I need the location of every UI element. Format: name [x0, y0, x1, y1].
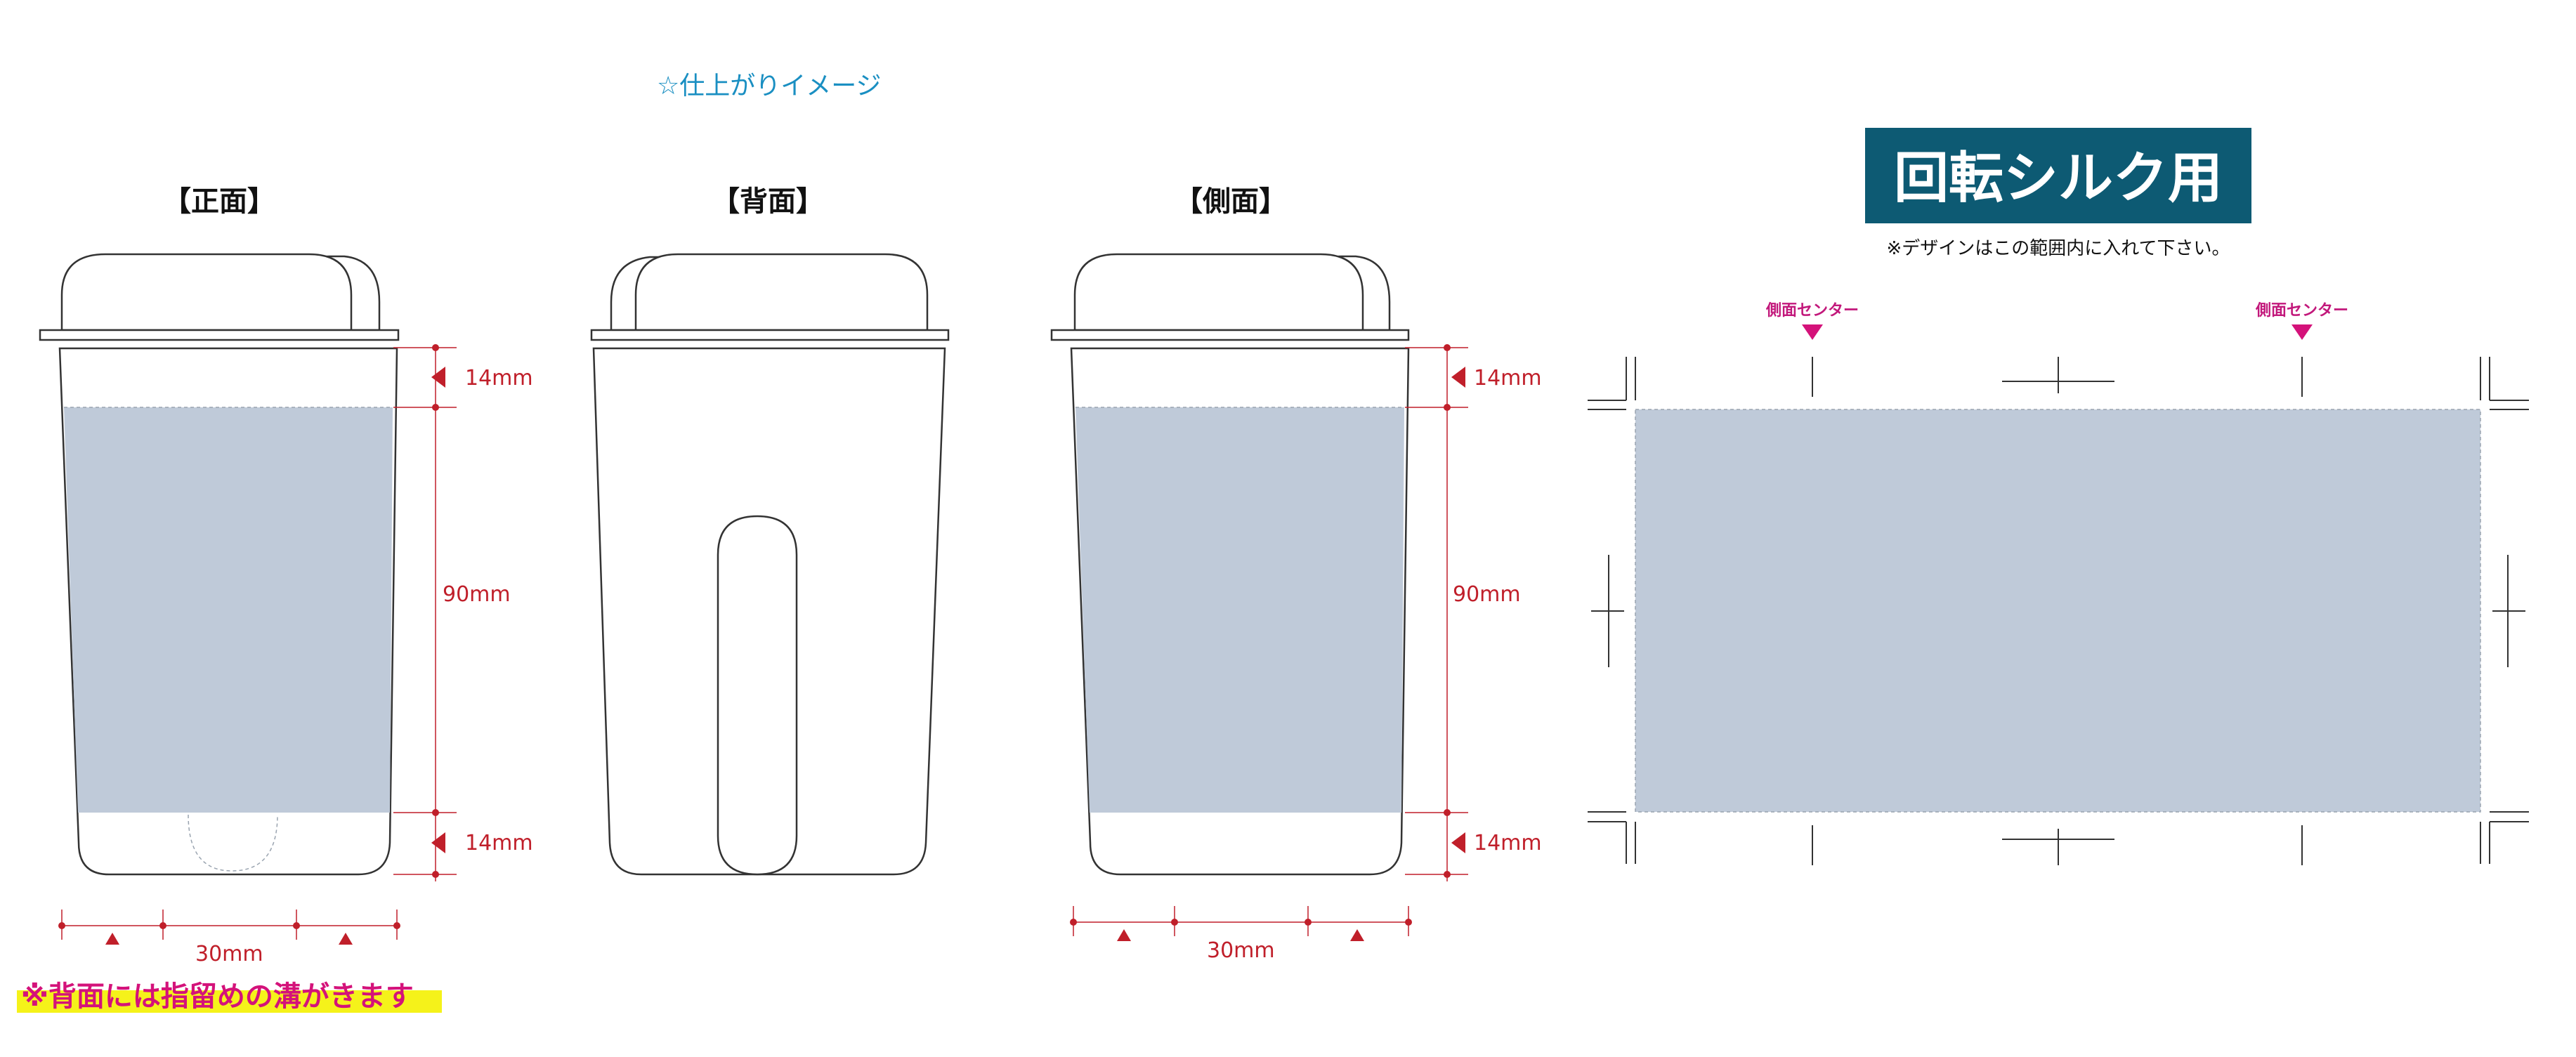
warning-highlight — [17, 990, 442, 1013]
side-top-margin-label: 14mm — [1474, 366, 1542, 390]
side-center-marker-left — [1802, 324, 1823, 340]
front-top-margin-label: 14mm — [465, 366, 533, 390]
crop-marks — [1588, 357, 2529, 865]
finish-image-caption: ☆仕上がりイメージ — [657, 72, 882, 100]
rotary-silk-badge — [1865, 128, 2251, 223]
back-view-heading: 【背面】 — [712, 185, 824, 218]
side-lid-rim — [1050, 329, 1410, 341]
front-finger-groove — [188, 814, 278, 872]
side-bottom-margin-label: 14mm — [1474, 831, 1542, 855]
side-print-height-label: 90mm — [1453, 582, 1521, 607]
front-height-dimension: 14mm 90mm 14mm — [393, 344, 533, 881]
front-bottom-margin-label: 14mm — [465, 831, 533, 855]
back-finger-groove — [717, 515, 798, 876]
front-width-dimension: 30mm — [58, 910, 400, 966]
side-width-dimension: 30mm — [1070, 906, 1412, 963]
finger-groove-warning: ※背面には指留めの溝がきます — [21, 980, 414, 1013]
side-print-area — [1075, 407, 1404, 813]
front-lid-rim — [39, 329, 400, 341]
side-center-label-left: 側面センター — [1765, 302, 1859, 320]
back-lid-rim — [590, 329, 950, 341]
back-view-cup — [590, 253, 950, 876]
front-view-cup — [39, 253, 400, 876]
back-lid-dome — [634, 253, 929, 331]
front-width-label: 30mm — [195, 942, 263, 966]
front-print-area — [64, 407, 393, 813]
front-top-margin-arrow — [431, 367, 445, 388]
side-view-heading: 【側面】 — [1175, 185, 1287, 218]
design-area-note: ※デザインはこの範囲内に入れて下さい。 — [1886, 238, 2230, 259]
side-center-label-right: 側面センター — [2255, 302, 2348, 320]
side-height-dimension: 14mm 90mm 14mm — [1405, 344, 1542, 881]
rotary-print-area — [1635, 409, 2480, 812]
front-view-heading: 【正面】 — [163, 185, 275, 218]
side-center-marker-right — [2291, 324, 2313, 340]
side-width-label: 30mm — [1207, 938, 1275, 963]
front-print-height-label: 90mm — [443, 582, 511, 607]
side-lid-dome — [1073, 253, 1364, 331]
side-view-cup — [1050, 253, 1410, 876]
rotary-silk-title: 回転シルク用 — [1894, 147, 2223, 210]
front-bottom-margin-arrow — [431, 832, 445, 853]
front-lid-dome — [60, 253, 353, 331]
